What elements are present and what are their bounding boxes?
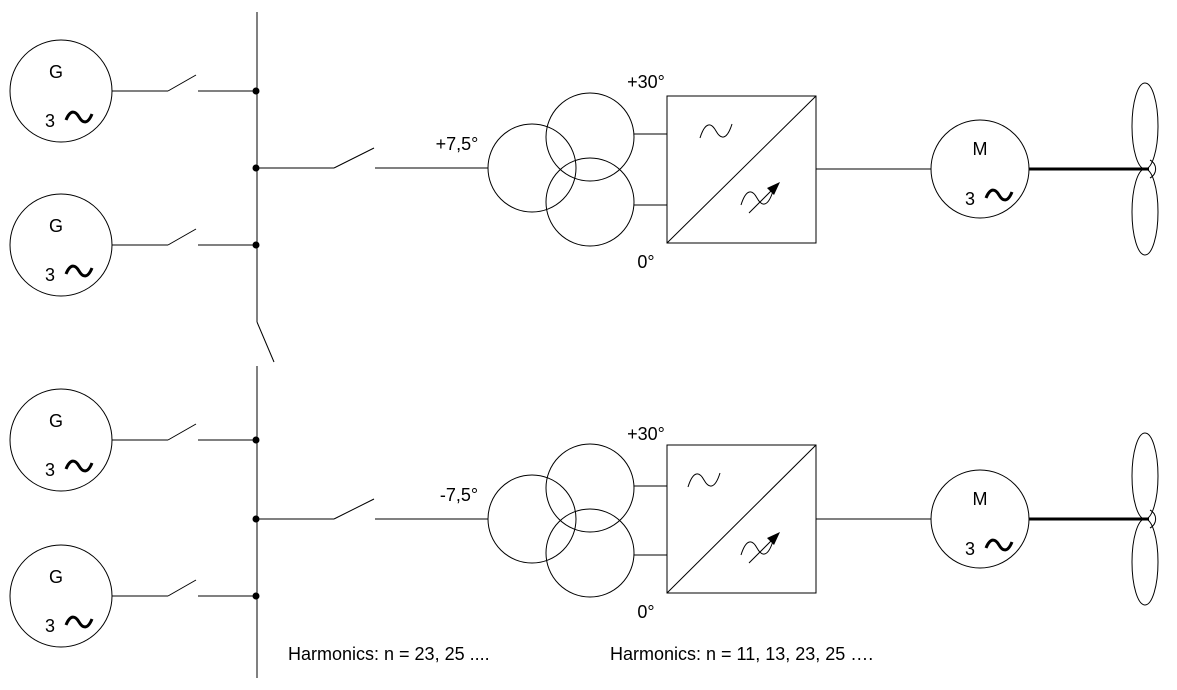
- generator-2-breaker: [167, 228, 197, 246]
- transformer-lower-top-shift: +30°: [627, 424, 665, 444]
- generator-1-breaker: [167, 74, 197, 92]
- motor-lower-sine-icon: [984, 538, 1014, 552]
- converter-lower: [666, 444, 817, 594]
- transformer-upper-input-shift: +7,5°: [436, 134, 479, 154]
- generator-2-letter: G: [49, 216, 63, 236]
- motor-lower-phase: 3: [965, 539, 975, 559]
- propeller-lower-icon: [1131, 432, 1159, 606]
- converter-lower-variable-icon: [740, 532, 780, 564]
- propeller-upper-icon: [1131, 82, 1159, 256]
- motor-lower-letter: M: [973, 489, 988, 509]
- transformer-upper-bottom-shift: 0°: [637, 252, 654, 272]
- generator-1: G 3: [9, 39, 113, 143]
- junction-dot: [252, 436, 260, 444]
- propulsion-feeder-lower: [252, 498, 488, 523]
- generator-2-sine-icon: [64, 264, 94, 278]
- harmonics-note-right: Harmonics: n = 11, 13, 23, 25 ….: [610, 644, 873, 664]
- generator-2-phase: 3: [45, 265, 55, 285]
- propulsion-feeder-upper: [252, 147, 488, 172]
- motor-upper-sine-icon: [984, 188, 1014, 202]
- transformer-upper: [487, 92, 635, 247]
- transformer-upper-top-shift: +30°: [627, 72, 665, 92]
- motor-upper-letter: M: [973, 139, 988, 159]
- generator-4-feeder: [112, 579, 260, 600]
- feeder-breaker-lower: [333, 498, 375, 520]
- motor-upper-phase: 3: [965, 189, 975, 209]
- generator-1-feeder: [112, 74, 260, 95]
- converter-upper-sine-icon: [699, 123, 733, 139]
- motor-upper: M 3: [930, 119, 1030, 219]
- bus-tie-switch: [256, 321, 275, 363]
- generator-2-feeder: [112, 228, 260, 249]
- feeder-breaker-upper: [333, 147, 375, 169]
- generator-3-feeder: [112, 423, 260, 444]
- converter-upper-variable-icon: [740, 182, 780, 214]
- generator-4-breaker: [167, 579, 197, 597]
- generator-4-phase: 3: [45, 616, 55, 636]
- transformer-lower-input-shift: -7,5°: [440, 485, 478, 505]
- junction-dot: [252, 592, 260, 600]
- junction-dot: [252, 164, 260, 172]
- generator-3: G 3: [9, 388, 113, 492]
- generator-3-phase: 3: [45, 460, 55, 480]
- transformer-lower: [487, 443, 635, 598]
- generator-4: G 3: [9, 544, 113, 648]
- junction-dot: [252, 87, 260, 95]
- converter-upper: [666, 95, 817, 244]
- motor-lower: M 3: [930, 469, 1030, 569]
- harmonics-note-left: Harmonics: n = 23, 25 ....: [288, 644, 490, 664]
- generator-3-sine-icon: [64, 459, 94, 473]
- generator-1-letter: G: [49, 62, 63, 82]
- transformer-lower-bottom-shift: 0°: [637, 602, 654, 622]
- generator-2: G 3: [9, 193, 113, 297]
- generator-1-sine-icon: [64, 110, 94, 124]
- generator-1-phase: 3: [45, 111, 55, 131]
- generator-3-breaker: [167, 423, 197, 441]
- converter-lower-sine-icon: [687, 472, 721, 488]
- generator-4-sine-icon: [64, 615, 94, 629]
- junction-dot: [252, 515, 260, 523]
- junction-dot: [252, 241, 260, 249]
- generator-4-letter: G: [49, 567, 63, 587]
- generator-3-letter: G: [49, 411, 63, 431]
